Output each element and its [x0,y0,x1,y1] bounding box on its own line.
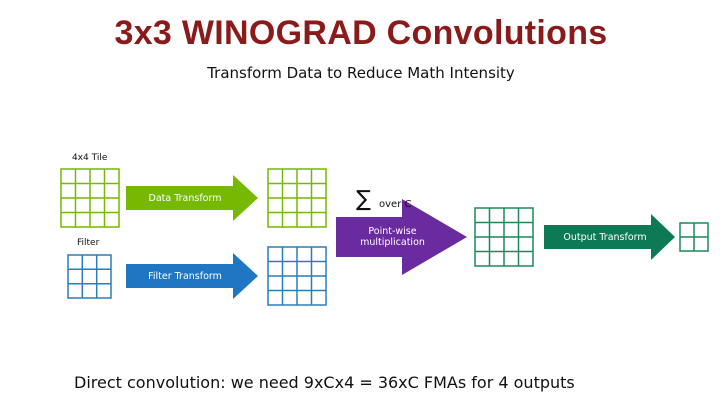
output-transform-arrow [544,214,675,260]
sigma-symbol: ∑ [356,187,371,212]
input-tile-grid [60,168,120,228]
transformed-filter-grid [267,246,327,306]
pointwise-arrow [336,199,467,275]
tile-label: 4x4 Tile [72,153,108,163]
filter-transform-label-wrap: Filter Transform [126,264,244,288]
output-grid [679,222,709,252]
pointwise-label: Point-wise multiplication [360,226,425,248]
filter-label: Filter [77,238,100,248]
product-grid [474,207,534,267]
output-transform-label-wrap: Output Transform [546,225,664,249]
filter-grid [67,254,112,299]
transformed-data-grid [267,168,327,228]
filter-transform-label: Filter Transform [148,270,222,282]
page-subtitle: Transform Data to Reduce Math Intensity [207,64,515,82]
page-title: 3x3 WINOGRAD Convolutions [114,14,608,52]
footer-line-1: Direct convolution: we need 9xCx4 = 36xC… [74,373,575,392]
output-transform-label: Output Transform [563,231,647,243]
data-transform-arrow [126,175,258,221]
over-c-label: over C [379,199,412,210]
pointwise-label-wrap: Point-wise multiplication [350,217,435,257]
data-transform-label-wrap: Data Transform [126,186,244,210]
data-transform-label: Data Transform [148,192,222,204]
filter-transform-arrow [126,253,258,299]
